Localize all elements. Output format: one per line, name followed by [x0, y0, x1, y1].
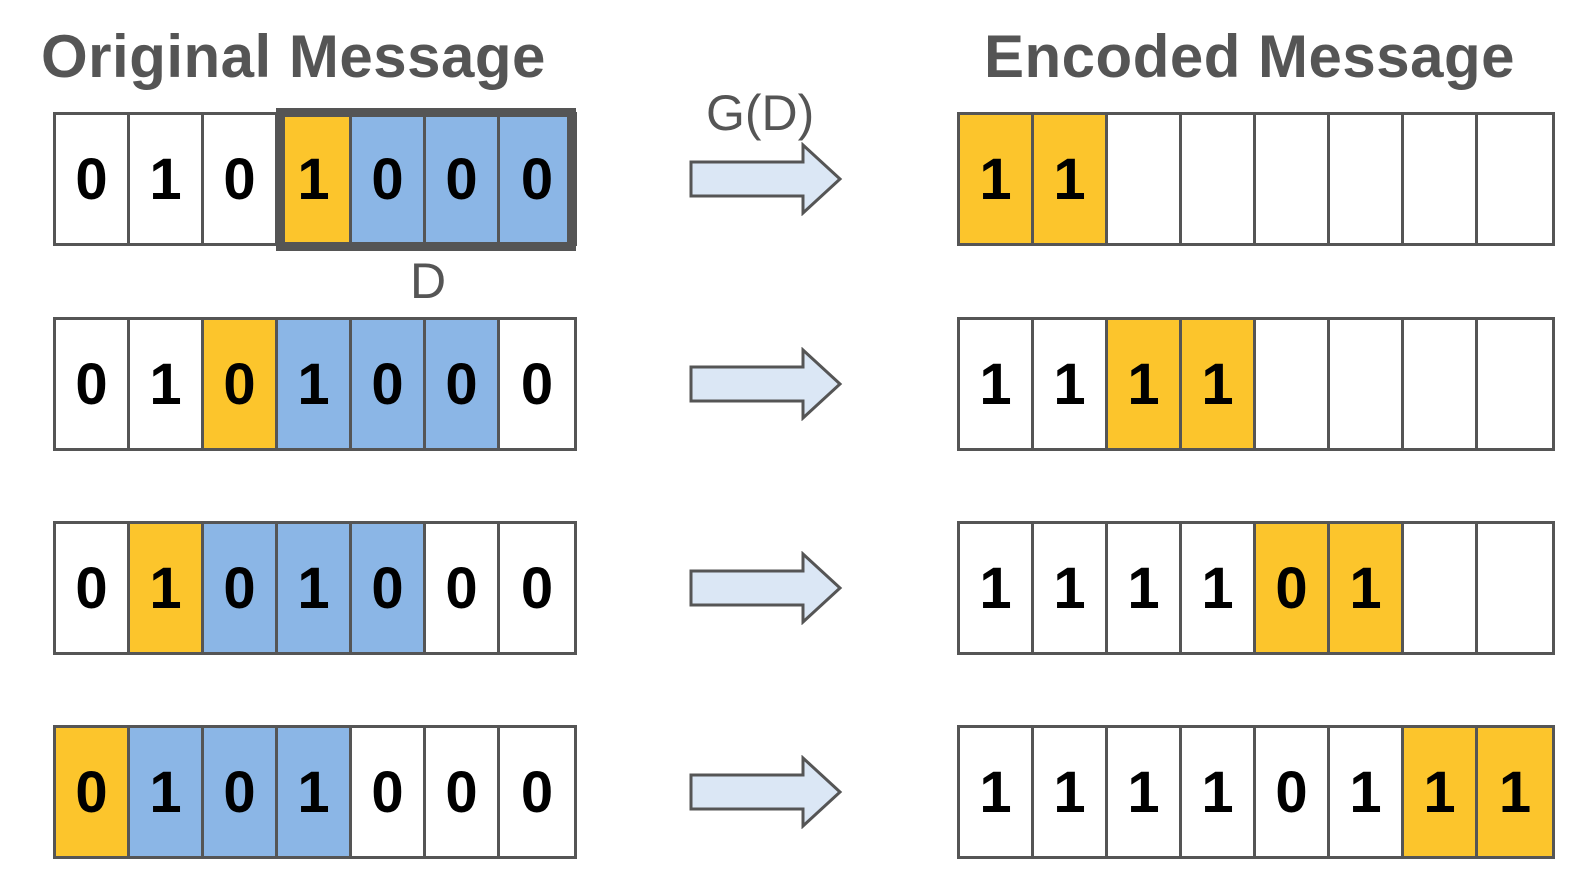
- original-bit-cell: 0: [204, 115, 278, 243]
- encoded-bit-cell: 0: [1256, 524, 1330, 652]
- encoded-bit-cell: [1256, 320, 1330, 448]
- encoded-bit-cell: [1330, 115, 1404, 243]
- encoded-bit-cell: [1182, 115, 1256, 243]
- original-bit-cell: 0: [56, 728, 130, 856]
- encoded-bit-cell: [1404, 320, 1478, 448]
- encoded-bit-cell: [1478, 320, 1552, 448]
- encoded-bit-cell: 1: [1108, 728, 1182, 856]
- original-bit-cell: 0: [352, 728, 426, 856]
- encoded-bit-cell: 1: [1034, 320, 1108, 448]
- original-bit-cell: 0: [426, 728, 500, 856]
- encoded-bit-cell: [1478, 524, 1552, 652]
- encoded-bit-cell: 1: [960, 320, 1034, 448]
- encoded-bit-cell: 1: [1034, 728, 1108, 856]
- original-bit-cell: 0: [352, 115, 426, 243]
- original-bit-cell: 1: [130, 728, 204, 856]
- original-bit-cell: 0: [426, 115, 500, 243]
- original-bit-cell: 0: [204, 320, 278, 448]
- original-bit-cell: 0: [56, 115, 130, 243]
- original-bit-cell: 0: [352, 320, 426, 448]
- original-bit-cell: 0: [500, 728, 574, 856]
- encoded-bit-cell: 1: [1108, 524, 1182, 652]
- generator-label: G(D): [706, 85, 815, 141]
- original-bit-cell: 0: [204, 728, 278, 856]
- encoded-bit-cell: 1: [1182, 320, 1256, 448]
- encoded-bit-cell: [1108, 115, 1182, 243]
- encoded-bit-cell: 1: [960, 728, 1034, 856]
- original-bit-cell: 0: [500, 115, 574, 243]
- original-bit-cell: 1: [278, 524, 352, 652]
- encoded-bit-cell: 0: [1256, 728, 1330, 856]
- encoded-bit-cell: 1: [1034, 115, 1108, 243]
- encoded-bit-cell: 1: [1478, 728, 1552, 856]
- encoded-bit-cell: [1404, 524, 1478, 652]
- encoded-bit-cell: [1330, 320, 1404, 448]
- encoded-bit-cell: 1: [1034, 524, 1108, 652]
- encoded-bit-cell: [1256, 115, 1330, 243]
- encoded-bit-cell: 1: [960, 524, 1034, 652]
- encoded-bit-cell: 1: [1182, 728, 1256, 856]
- original-bit-cell: 1: [278, 320, 352, 448]
- original-message-title: Original Message: [41, 23, 546, 90]
- encoded-bit-cell: 1: [1108, 320, 1182, 448]
- encoded-bit-cell: 1: [1182, 524, 1256, 652]
- original-bit-cell: 0: [56, 320, 130, 448]
- right-arrow-icon: [689, 347, 843, 421]
- encoded-bit-cell: [1478, 115, 1552, 243]
- original-bit-cell: 0: [426, 320, 500, 448]
- encoded-message-title: Encoded Message: [984, 23, 1516, 90]
- window-label: D: [410, 253, 447, 309]
- right-arrow-icon: [689, 142, 843, 216]
- original-bit-cell: 1: [278, 115, 352, 243]
- original-bit-cell: 1: [130, 320, 204, 448]
- original-bit-cell: 1: [130, 524, 204, 652]
- original-bit-cell: 1: [130, 115, 204, 243]
- encoded-bit-cell: 1: [1330, 524, 1404, 652]
- right-arrow-icon: [689, 551, 843, 625]
- encoded-bit-cell: 1: [1330, 728, 1404, 856]
- original-bit-cell: 0: [500, 524, 574, 652]
- encoded-bit-cell: 1: [960, 115, 1034, 243]
- encoded-bit-cell: [1404, 115, 1478, 243]
- original-bit-cell: 0: [56, 524, 130, 652]
- original-bit-cell: 0: [204, 524, 278, 652]
- right-arrow-icon: [689, 755, 843, 829]
- original-bit-cell: 0: [500, 320, 574, 448]
- encoded-bit-cell: 1: [1404, 728, 1478, 856]
- original-bit-cell: 1: [278, 728, 352, 856]
- original-bit-cell: 0: [352, 524, 426, 652]
- original-bit-cell: 0: [426, 524, 500, 652]
